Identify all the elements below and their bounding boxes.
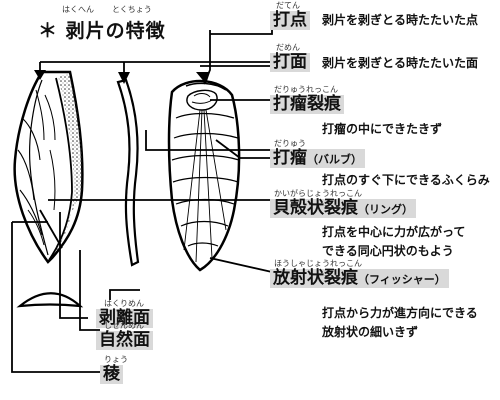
ruby-striking-point: だてん [276,1,300,10]
ruby-bulbar-scar: だりゅうれっこん [274,85,338,94]
arrowheads [34,70,210,84]
label-ventral-face: 剥離面 [96,309,153,328]
label-fissure: 放射状裂痕（フィッシャー） [270,269,449,288]
label-bulb: 打瘤（バルブ） [270,149,365,168]
desc-bulbar-scar: 打瘤の中にできたきず [322,122,443,136]
page-title: ＊ 剥片の特徴 [38,20,166,42]
label-fissure-paren: （フィッシャー） [358,273,446,286]
desc-fissure-2: 放射状の細いきず [322,325,419,339]
desc-striking-point: 剥片を剥ぎとる時たたいた点 [322,13,479,27]
ruby-ripple: かいがらじょうれっこん [274,189,362,198]
label-striking-point: 打点 [270,11,310,30]
label-ripple: 貝殻状裂痕（リング） [270,199,416,218]
ruby-striking-platform: だめん [276,43,300,52]
label-bulb-main: 打瘤 [273,148,307,168]
title-ruby-1: はくへん [62,5,94,14]
ruby-bulb: だりゅう [274,139,306,148]
label-bulb-paren: （バルブ） [307,153,362,166]
desc-striking-platform: 剥片を剥ぎとる時たたいた面 [322,56,479,70]
ruby-natural-face: しぜんめん [104,321,144,330]
label-bulbar-scar: 打瘤裂痕 [270,95,344,114]
label-ridge: 稜 [100,365,123,384]
ruby-ventral-face: はくりめん [104,299,144,308]
leader-lines [11,20,280,373]
label-ripple-main: 貝殻状裂痕 [273,198,358,218]
desc-ripple-2: できる同心円状のもよう [322,244,454,258]
label-striking-platform: 打面 [270,53,310,72]
cross-section [16,292,84,308]
dorsal-flake [13,70,84,264]
ruby-ridge: りょう [104,355,128,364]
desc-ripple-1: 打点を中心に力が広がって [322,225,466,239]
label-fissure-main: 放射状裂痕 [273,268,358,288]
label-ripple-paren: （リング） [358,203,413,216]
ventral-flake [167,79,241,272]
desc-bulb: 打点のすぐ下にできるふくらみ [322,173,490,187]
title-ruby-2: とくちょう [112,5,152,14]
label-natural-face: 自然面 [96,331,153,350]
desc-fissure-1: 打点から力が進方向にできる [322,306,478,320]
profile-flake [116,78,140,267]
ruby-fissure: ほうしゃじょうれっこん [274,259,362,268]
